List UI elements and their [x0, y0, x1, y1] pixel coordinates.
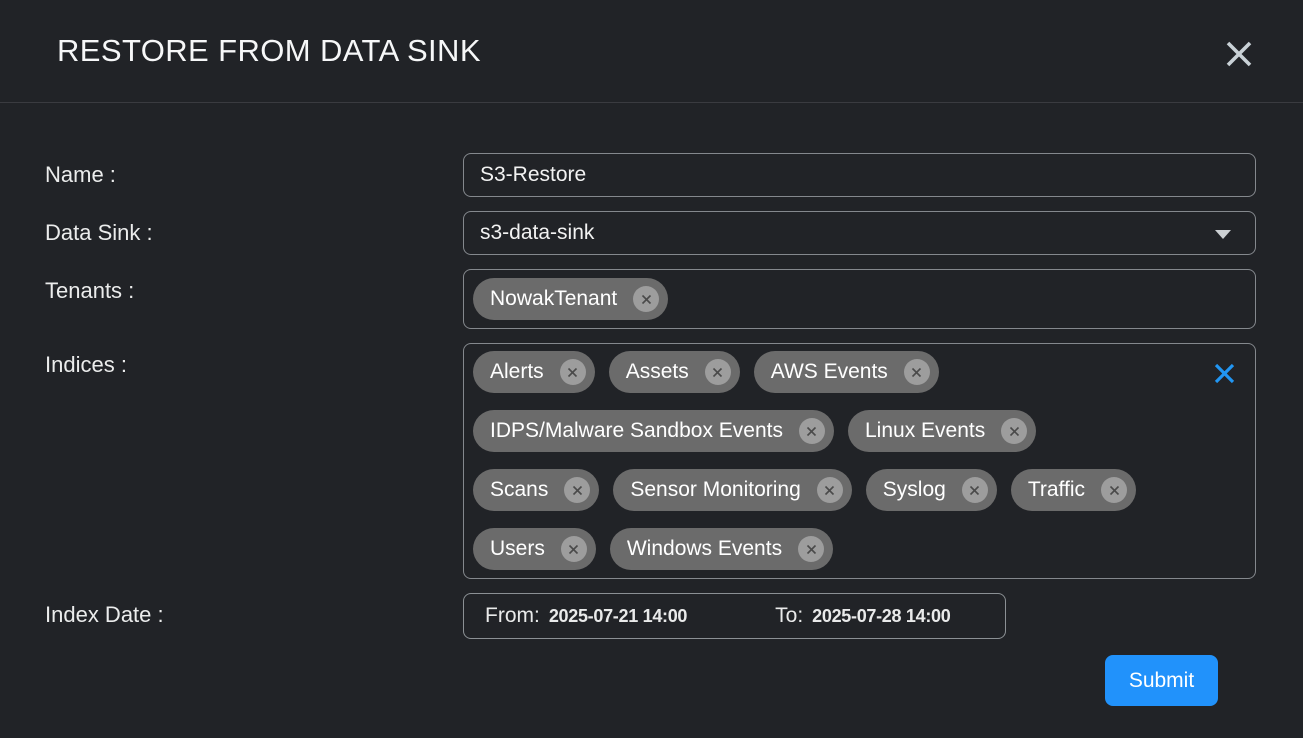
dialog-body: Name : Data Sink : s3-data-sink Tenants … [0, 103, 1303, 706]
chip-remove-icon[interactable] [633, 286, 660, 312]
chip-remove-icon[interactable] [961, 477, 988, 503]
name-row: Name : [45, 153, 1256, 197]
indices-label: Indices : [45, 352, 127, 377]
chip-remove-icon[interactable] [1001, 418, 1028, 444]
data-sink-selected-value: s3-data-sink [480, 221, 595, 244]
index-chip: Scans [473, 469, 600, 511]
submit-button[interactable]: Submit [1105, 655, 1218, 706]
index-chip-label: Users [490, 537, 545, 560]
index-date-row: Index Date : From: 2025-07-21 14:00 To: … [45, 593, 1256, 639]
from-label: From: [485, 604, 540, 627]
index-chip-label: Alerts [490, 360, 544, 383]
tenant-chip-label: NowakTenant [490, 287, 618, 310]
close-icon [1226, 41, 1252, 67]
index-chip: AWS Events [753, 351, 939, 393]
index-chip: Assets [608, 351, 740, 393]
index-chip: Alerts [473, 351, 595, 393]
index-chip: Linux Events [847, 410, 1037, 452]
chip-remove-icon[interactable] [816, 477, 843, 503]
index-chip: IDPS/Malware Sandbox Events [473, 410, 834, 452]
tenants-row: Tenants : NowakTenant [45, 269, 1256, 329]
index-date-range-picker[interactable]: From: 2025-07-21 14:00 To: 2025-07-28 14… [463, 593, 1006, 639]
to-label: To: [775, 604, 804, 627]
close-button[interactable] [1223, 38, 1255, 70]
index-chip: Windows Events [609, 528, 834, 570]
name-input[interactable] [463, 153, 1256, 197]
indices-chips: Alerts Assets [464, 344, 1255, 578]
chip-remove-icon[interactable] [1101, 477, 1128, 503]
index-chip-label: Assets [625, 360, 689, 383]
chip-remove-icon[interactable] [798, 418, 825, 444]
data-sink-row: Data Sink : s3-data-sink [45, 211, 1256, 255]
index-chip-label: Windows Events [626, 537, 783, 560]
chip-remove-icon[interactable] [704, 359, 731, 385]
index-chip-label: Scans [490, 478, 549, 501]
dialog-title: RESTORE FROM DATA SINK [57, 33, 481, 68]
chip-remove-icon[interactable] [560, 536, 587, 562]
index-date-label: Index Date : [45, 602, 164, 627]
indices-field[interactable]: Alerts Assets [463, 343, 1256, 579]
indices-row: Indices : Alerts [45, 343, 1256, 579]
dialog-header: RESTORE FROM DATA SINK [0, 0, 1303, 103]
index-chip: Sensor Monitoring [613, 469, 852, 511]
index-chip: Traffic [1010, 469, 1137, 511]
chevron-down-icon [1215, 230, 1231, 239]
index-chip: Syslog [865, 469, 997, 511]
index-chip-label: Sensor Monitoring [630, 478, 801, 501]
index-chip-label: AWS Events [770, 360, 888, 383]
chip-remove-icon[interactable] [798, 536, 825, 562]
index-chip-label: Syslog [882, 478, 946, 501]
index-chip: Users [473, 528, 596, 570]
chip-remove-icon[interactable] [903, 359, 930, 385]
index-chip-label: IDPS/Malware Sandbox Events [490, 419, 783, 442]
dialog-actions: Submit [45, 655, 1256, 706]
clear-indices-icon[interactable] [1212, 361, 1236, 385]
data-sink-select[interactable]: s3-data-sink [463, 211, 1256, 255]
from-date-value[interactable]: 2025-07-21 14:00 [548, 605, 688, 626]
chip-remove-icon[interactable] [559, 359, 586, 385]
index-chip-label: Traffic [1027, 478, 1086, 501]
data-sink-label: Data Sink : [45, 220, 153, 245]
tenants-label: Tenants : [45, 278, 135, 303]
to-date-value[interactable]: 2025-07-28 14:00 [812, 605, 951, 626]
name-label: Name : [45, 162, 116, 187]
index-chip-label: Linux Events [864, 419, 986, 442]
tenant-chip: NowakTenant [473, 278, 669, 320]
chip-remove-icon[interactable] [564, 477, 591, 503]
tenants-field[interactable]: NowakTenant [463, 269, 1256, 329]
